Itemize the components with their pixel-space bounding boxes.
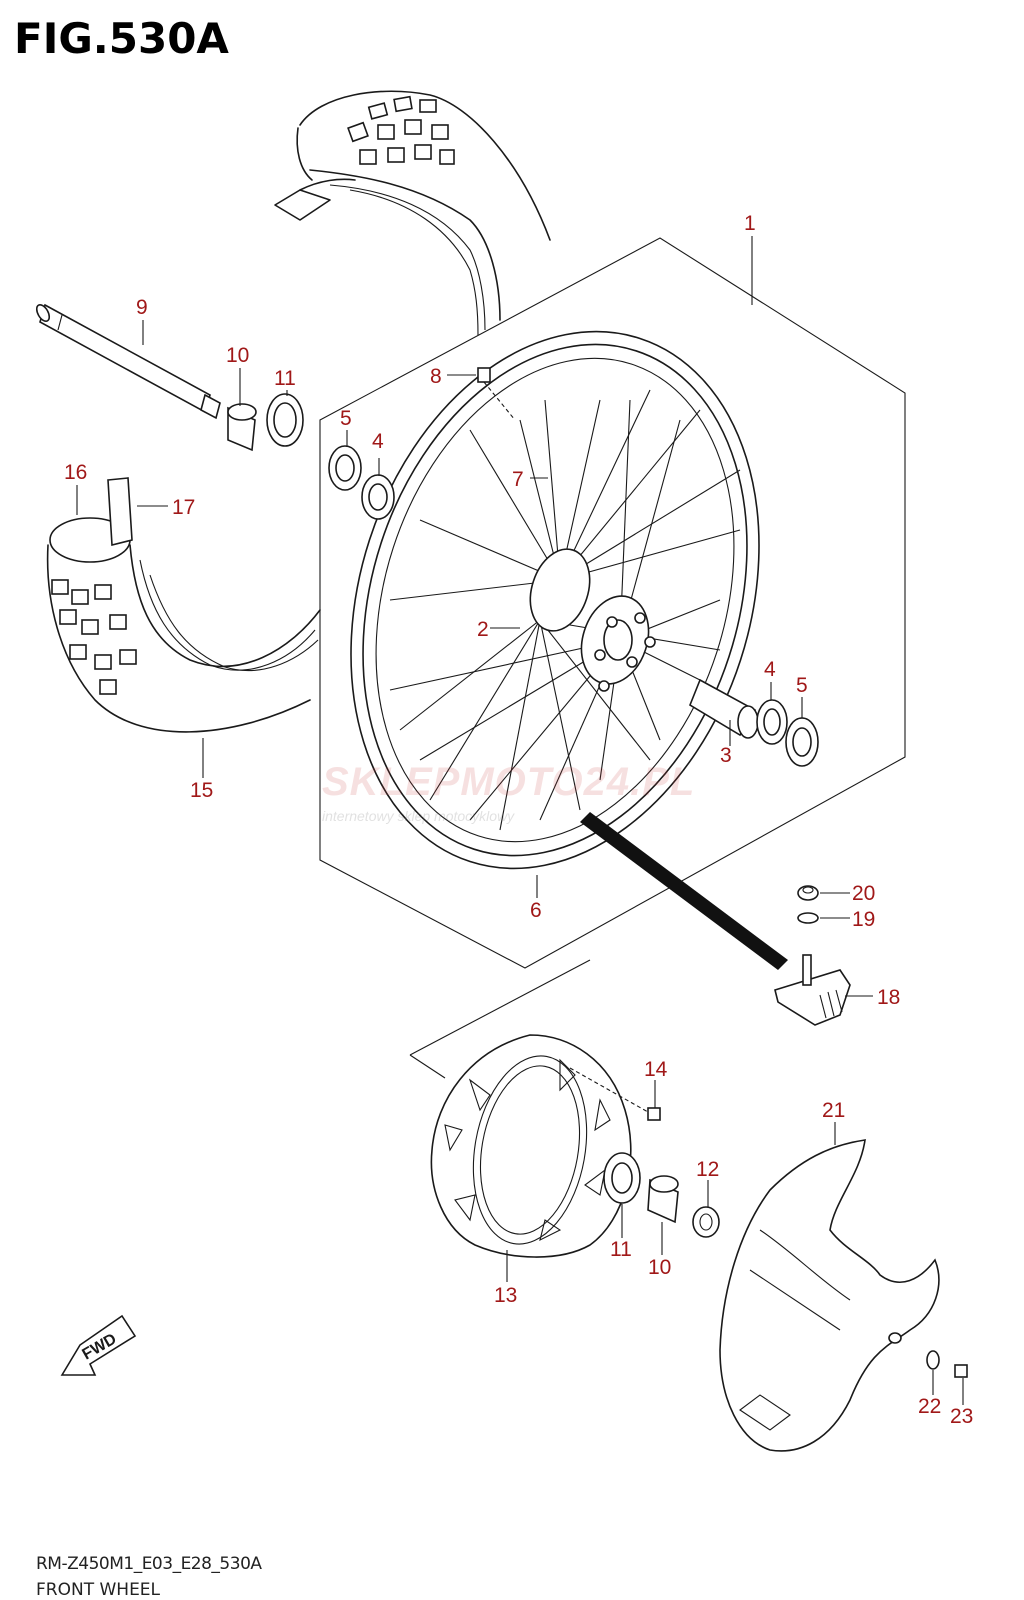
callout-17: 17: [172, 496, 195, 519]
brake-disc: [430, 1034, 632, 1258]
rim-lock-pointer: [580, 812, 788, 970]
rim-lock-bolt: [477, 367, 516, 421]
callout-10a: 10: [226, 344, 249, 367]
tire-front-view: [46, 477, 321, 733]
cover-washer: [926, 1350, 940, 1370]
callout-2: 2: [477, 618, 489, 641]
callout-3: 3: [720, 744, 732, 767]
callout-14: 14: [644, 1058, 668, 1081]
callout-15: 15: [190, 779, 213, 802]
callout-22: 22: [918, 1395, 941, 1418]
left-seal: [328, 445, 362, 491]
callout-19: 19: [852, 908, 875, 931]
disc-cover: [719, 1139, 940, 1452]
callout-9: 9: [136, 296, 148, 319]
front-wheel-rim: [350, 330, 760, 870]
callout-10b: 10: [648, 1256, 671, 1279]
callout-12: 12: [696, 1158, 719, 1181]
right-bearing: [756, 699, 788, 745]
callout-5a: 5: [340, 407, 352, 430]
oil-seal: [266, 393, 304, 447]
callout-16: 16: [64, 461, 87, 484]
front-axle: [35, 303, 221, 420]
left-bearing: [361, 474, 395, 520]
callout-5b: 5: [796, 674, 808, 697]
hub-spacer: [689, 678, 759, 739]
axle-nut: [692, 1206, 720, 1238]
rim-lock-washer: [797, 912, 819, 924]
right-oil-seal: [603, 1152, 641, 1204]
callout-13: 13: [494, 1284, 517, 1307]
callout-7: 7: [512, 468, 524, 491]
callout-8: 8: [430, 365, 442, 388]
rim-lock: [774, 954, 851, 1026]
rim-lock-nut: [797, 885, 819, 901]
tire-rear-view: [274, 90, 551, 336]
model-code: RM-Z450M1_E03_E28_530A: [36, 1554, 262, 1574]
callout-11b: 11: [610, 1238, 632, 1261]
watermark-tagline: internetowy sklep motocyklowy: [322, 808, 515, 824]
right-axle-collar: [647, 1175, 679, 1224]
callout-20: 20: [852, 882, 875, 905]
callout-21: 21: [822, 1099, 845, 1122]
callout-labels: 1 2 3 4 4 5 5 6 7 8 9 10 10 11 11 12 13 …: [64, 212, 973, 1428]
callout-4b: 4: [764, 658, 776, 681]
callout-1: 1: [744, 212, 756, 235]
axle-collar: [227, 403, 257, 452]
cover-bolt: [954, 1364, 968, 1378]
section-name: FRONT WHEEL: [36, 1580, 161, 1600]
callout-11a: 11: [274, 367, 296, 390]
callout-4a: 4: [372, 430, 384, 453]
callout-23: 23: [950, 1405, 973, 1428]
disc-bolt: [569, 1067, 661, 1121]
callout-6: 6: [530, 899, 542, 922]
callout-18: 18: [877, 986, 900, 1009]
leader-lines: [76, 236, 964, 1405]
watermark-brand: SKLEPMOTO24.PL: [322, 760, 696, 804]
figure-title: FIG.530A: [14, 14, 229, 63]
disc-group-line: [409, 959, 591, 1056]
wheel-assembly-outline: [319, 237, 906, 969]
right-seal: [785, 717, 819, 767]
forward-direction-arrow: FWD: [60, 1314, 137, 1376]
